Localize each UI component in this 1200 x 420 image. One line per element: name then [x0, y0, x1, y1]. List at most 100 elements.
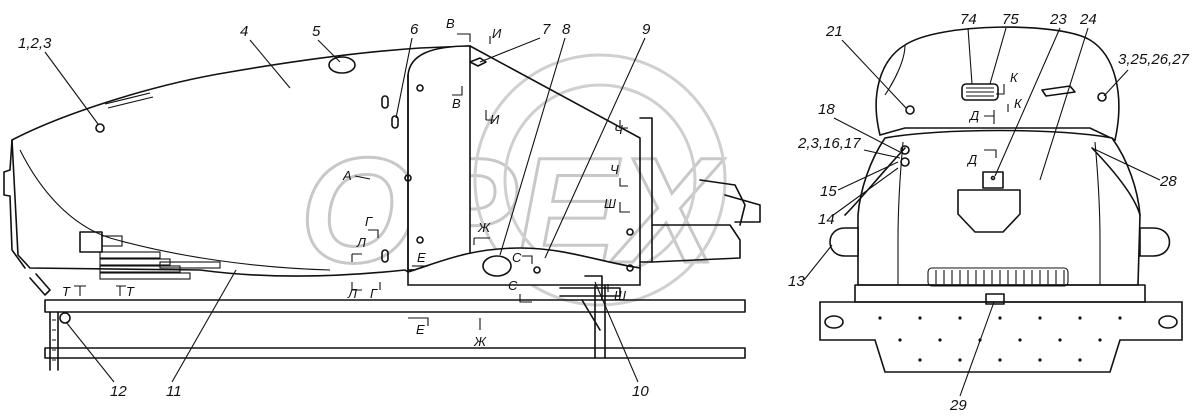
section-mark-CH: Ч — [610, 162, 619, 177]
front-hood-top — [875, 26, 1120, 142]
section-markers-front: К К Д Д — [966, 70, 1023, 167]
section-mark-T: Т — [126, 284, 135, 299]
section-mark-G: Г — [365, 214, 373, 229]
screw-icon — [905, 105, 915, 115]
lamp-bracket — [79, 231, 103, 253]
frame-ticks — [52, 319, 56, 361]
bottom-vent — [927, 267, 1069, 287]
hood-fold-line — [19, 149, 331, 271]
section-mark-G: Г — [370, 286, 378, 301]
hood-outline — [11, 45, 641, 277]
callout-12: 12 — [110, 383, 127, 400]
section-mark-B: В — [446, 16, 455, 31]
callout-11: 11 — [166, 383, 182, 400]
tow-hook — [985, 293, 1005, 305]
callout-24: 24 — [1079, 11, 1097, 28]
side-view — [3, 45, 761, 371]
hatch-dot — [990, 175, 996, 181]
section-mark-L: Л — [347, 286, 357, 301]
bumper-hole-left — [824, 315, 844, 329]
section-mark-D: Д — [966, 152, 977, 167]
frame-rail-lower — [44, 347, 746, 359]
section-mark-K: К — [1014, 96, 1023, 111]
front-view — [819, 26, 1183, 373]
rear-post — [639, 117, 653, 263]
lamp-bracket-tab — [101, 235, 123, 247]
front-body — [857, 129, 1141, 286]
section-mark-SH: Ш — [614, 288, 626, 303]
fastener-icon — [900, 145, 910, 155]
callout-14: 14 — [818, 211, 835, 228]
cap-icon — [328, 56, 356, 74]
side-panel-9 — [407, 247, 641, 286]
section-mark-SH: Ш — [604, 196, 616, 211]
bumper-top-rail — [854, 284, 1146, 303]
hood-vent — [104, 92, 154, 109]
grille-lines — [966, 87, 994, 97]
slanted-panel-left — [844, 147, 906, 216]
callout-13: 13 — [788, 273, 805, 290]
hole-icon — [533, 266, 541, 274]
hole-icon — [416, 84, 424, 92]
section-mark-D: Д — [968, 108, 979, 123]
hole-icon — [404, 174, 412, 182]
section-mark-ZH: Ж — [477, 220, 491, 235]
slot-icon — [381, 249, 389, 263]
section-mark-CH: Ч — [614, 122, 623, 137]
callout-3-25-26-27: 3,25,26,27 — [1118, 51, 1190, 68]
grille-slot — [961, 83, 999, 101]
hole-icon — [626, 228, 634, 236]
callout-15: 15 — [820, 183, 837, 200]
hole-icon — [626, 264, 634, 272]
callout-21: 21 — [825, 23, 843, 40]
callout-18: 18 — [818, 101, 835, 118]
section-mark-E: Е — [417, 250, 426, 265]
section-mark-L: Л — [356, 235, 366, 250]
front-hood-ridge — [884, 44, 906, 96]
callout-8: 8 — [562, 21, 571, 38]
hatch-latch — [982, 171, 1004, 189]
lamp-right — [1139, 227, 1171, 257]
callout-1-2-3: 1,2,3 — [18, 35, 52, 52]
front-edge — [3, 139, 26, 269]
slanted-panel-right — [1091, 147, 1141, 216]
section-mark-S: С — [508, 278, 518, 293]
section-markers-side: В И В И А Г Л Е Ж Л Г Е Ж С С Ш Ш Ч Ч — [62, 16, 630, 349]
slot-icon-right — [1041, 85, 1076, 97]
callout-75: 75 — [1002, 11, 1019, 28]
latch-icon — [469, 57, 487, 67]
side-panel-8 — [407, 45, 471, 271]
bumper-plate — [819, 301, 1183, 373]
frame-rail — [44, 299, 746, 313]
callout-10: 10 — [632, 383, 649, 400]
callout-9: 9 — [642, 21, 651, 38]
section-mark-T: Т — [62, 284, 71, 299]
callout-4: 4 — [240, 23, 248, 40]
section-mark-ZH: Ж — [473, 334, 487, 349]
section-mark-S: С — [512, 250, 522, 265]
rear-assembly — [651, 179, 761, 263]
callouts: 1,2,3 4 5 6 7 8 9 10 11 12 13 14 15 2,3,… — [18, 11, 1190, 414]
callout-23: 23 — [1049, 11, 1067, 28]
section-mark-K: К — [1010, 70, 1019, 85]
section-mark-A: А — [342, 168, 352, 183]
bracket-10 — [559, 275, 621, 331]
hole-icon — [416, 236, 424, 244]
bolt-icon — [59, 312, 71, 324]
callout-28: 28 — [1159, 173, 1177, 190]
slot-icon — [381, 95, 389, 109]
bumper-hole-right — [1158, 315, 1178, 329]
frame-left-post — [49, 311, 59, 371]
lamp-left — [829, 227, 859, 257]
screw-icon — [1097, 92, 1107, 102]
callout-6: 6 — [410, 21, 419, 38]
hatch-cover — [957, 189, 1021, 233]
callout-29: 29 — [949, 397, 967, 414]
section-mark-E: Е — [416, 322, 425, 337]
screw-icon — [95, 123, 105, 133]
callout-74: 74 — [960, 11, 977, 28]
fastener-icon — [900, 157, 910, 167]
section-mark-I: И — [492, 26, 502, 41]
oval-cover — [482, 255, 512, 277]
